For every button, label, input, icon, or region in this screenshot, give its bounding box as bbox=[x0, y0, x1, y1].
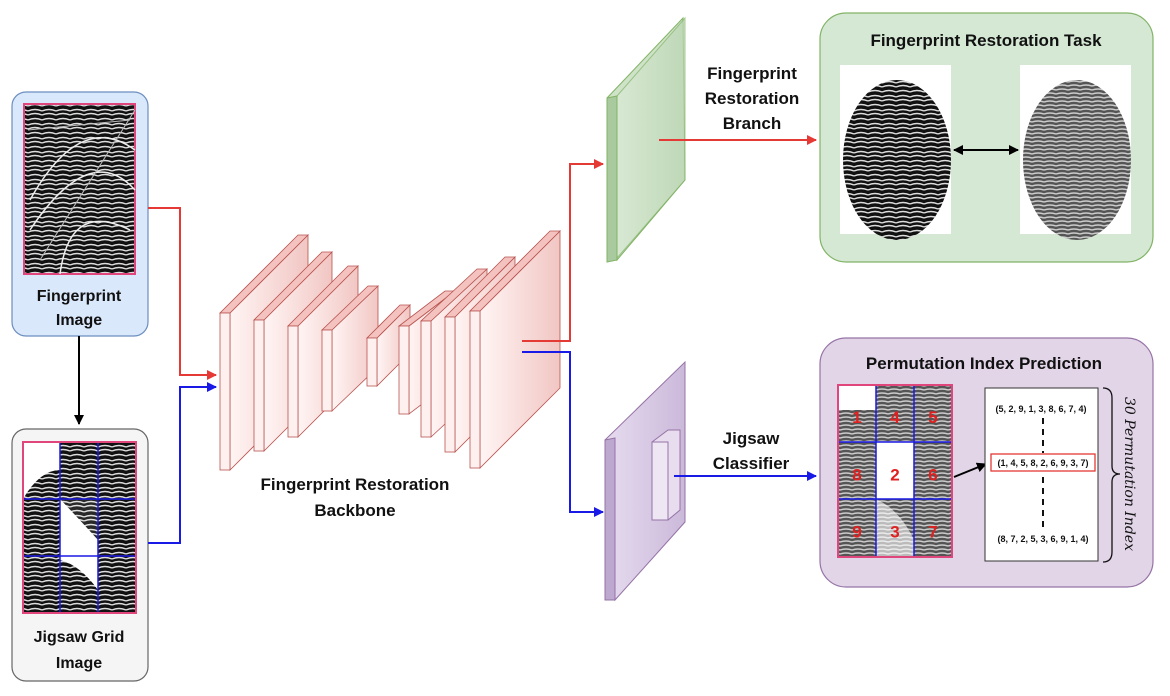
jigsaw-classifier-label-line2: Classifier bbox=[713, 454, 790, 473]
jigsaw-grid-label-line1: Jigsaw Grid bbox=[34, 629, 125, 646]
backbone-label-line1: Fingerprint Restoration bbox=[261, 475, 450, 494]
jigsaw-grid-panel: Jigsaw Grid Image bbox=[11, 428, 149, 682]
backbone-to-restoration-arrow bbox=[522, 159, 604, 342]
grid-cell-number: 1 bbox=[852, 408, 861, 427]
grid-cell-number: 6 bbox=[928, 465, 937, 484]
grid-cell-number: 8 bbox=[852, 465, 861, 484]
permutation-brace-label: 30 Permutation Index bbox=[1121, 397, 1137, 551]
backbone-to-jigsaw-arrow bbox=[522, 351, 604, 517]
backbone-network bbox=[219, 230, 561, 471]
grid-to-permutation-arrow bbox=[953, 462, 987, 478]
jigsaw-grid-label-line2: Image bbox=[56, 655, 102, 672]
backbone-layer-front bbox=[398, 325, 410, 415]
jigsaw-grid-image bbox=[22, 441, 137, 614]
backbone-layer-front bbox=[287, 325, 299, 438]
backbone-layer-front bbox=[253, 319, 265, 452]
grid-cell-number: 7 bbox=[928, 523, 937, 542]
jigsaw-classifier-label-line1: Jigsaw bbox=[723, 429, 780, 448]
backbone-layer-front bbox=[366, 337, 378, 387]
shuffled-jigsaw-grid: 1 4 5 8 2 6 9 3 7 bbox=[837, 384, 953, 558]
permutation-brace bbox=[1102, 387, 1121, 563]
fingerprint-image-label-line2: Image bbox=[56, 312, 102, 329]
restoration-task-panel: Fingerprint Restoration Task bbox=[819, 12, 1154, 263]
restoration-branch-label-line1: Fingerprint bbox=[707, 64, 797, 83]
grid-cell-number: 2 bbox=[890, 465, 899, 484]
jigsaw-to-backbone-arrow bbox=[148, 382, 217, 544]
restoration-task-title: Fingerprint Restoration Task bbox=[870, 31, 1102, 50]
permutation-task-panel: Permutation Index Prediction 1 4 5 8 2 6 9 3 7 (… bbox=[819, 337, 1154, 588]
degraded-fingerprint-image bbox=[840, 65, 951, 240]
fingerprint-image bbox=[23, 103, 136, 275]
fingerprint-image-label-line1: Fingerprint bbox=[37, 288, 122, 305]
grid-cell-number: 9 bbox=[852, 523, 861, 542]
grid-cell-number: 3 bbox=[890, 523, 899, 542]
backbone-layer-front bbox=[420, 320, 432, 438]
permutation-task-title: Permutation Index Prediction bbox=[866, 354, 1102, 373]
backbone-label-line2: Backbone bbox=[314, 501, 395, 520]
permutation-list: (5, 2, 9, 1, 3, 8, 6, 7, 4) (1, 4, 5, 8,… bbox=[984, 387, 1099, 562]
grid-cell-number: 5 bbox=[928, 408, 937, 427]
backbone-layer-front bbox=[469, 310, 481, 469]
fingerprint-to-backbone-arrow bbox=[148, 207, 217, 380]
backbone-layer-front bbox=[219, 312, 231, 471]
grid-cell-number: 4 bbox=[890, 408, 900, 427]
permutation-first: (5, 2, 9, 1, 3, 8, 6, 7, 4) bbox=[995, 404, 1086, 414]
permutation-selected: (1, 4, 5, 8, 2, 6, 9, 3, 7) bbox=[997, 458, 1088, 468]
restoration-branch-label-line2: Restoration bbox=[705, 89, 799, 108]
restored-fingerprint-image bbox=[1020, 65, 1131, 240]
jigsaw-classifier-layer bbox=[604, 360, 686, 602]
fingerprint-image-panel: Fingerprint Image bbox=[11, 91, 149, 337]
permutation-last: (8, 7, 2, 5, 3, 6, 9, 1, 4) bbox=[997, 534, 1088, 544]
backbone-layer-front bbox=[444, 316, 456, 453]
backbone-layer-front bbox=[321, 329, 333, 412]
permutation-selected-box bbox=[990, 453, 1096, 472]
restoration-branch-label-line3: Branch bbox=[723, 114, 782, 133]
restoration-branch-layer bbox=[606, 16, 686, 263]
